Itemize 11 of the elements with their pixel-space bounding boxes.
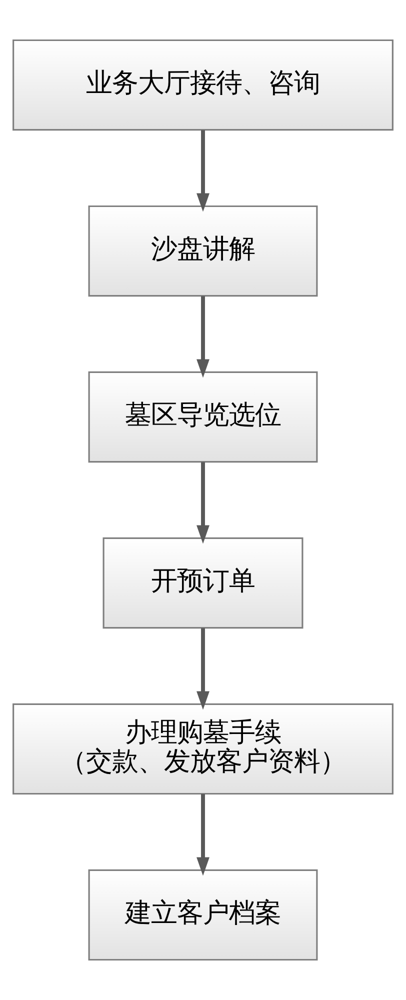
arrow — [196, 628, 210, 710]
node-box: 墓区导览选位 — [88, 371, 318, 463]
node-box: 业务大厅接待、咨询 — [12, 39, 394, 131]
arrow — [196, 296, 210, 378]
node-box: 办理购墓手续（交款、发放客户资料） — [12, 703, 394, 795]
arrow — [196, 462, 210, 544]
node-box: 建立客户档案 — [88, 869, 318, 961]
arrow — [196, 794, 210, 876]
arrow — [196, 130, 210, 212]
node-box: 开预订单 — [102, 537, 304, 629]
node-box: 沙盘讲解 — [88, 205, 318, 297]
